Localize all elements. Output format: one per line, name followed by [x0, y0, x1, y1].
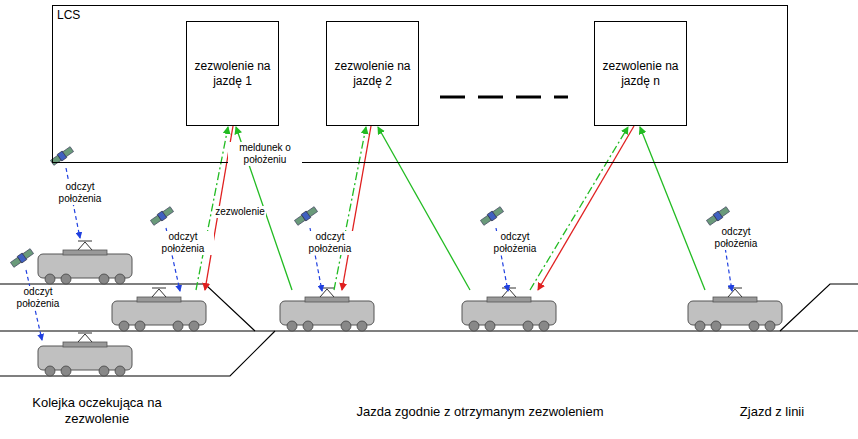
- pantograph: [78, 334, 92, 342]
- wheel: [287, 321, 297, 331]
- shape: [713, 297, 757, 302]
- shape: [719, 207, 730, 217]
- wheel: [469, 321, 479, 331]
- wheel: [99, 366, 109, 376]
- shape: [493, 207, 504, 217]
- satellite: [10, 248, 34, 268]
- permit-label: zezwolenie na jazdę 1: [191, 59, 274, 89]
- pantograph: [502, 289, 516, 297]
- wheel: [99, 274, 109, 284]
- position-read-label: odczyt położenia: [299, 231, 361, 255]
- pantograph: [152, 289, 166, 297]
- wheel: [539, 321, 549, 331]
- permit-box: zezwolenie na jazdę 2: [326, 21, 419, 126]
- shape: [63, 250, 107, 255]
- wheel: [115, 366, 125, 376]
- satellite: [50, 146, 74, 166]
- position-read-label: odczyt położenia: [484, 231, 546, 255]
- permit-signal-label: zezwolenie: [214, 206, 265, 218]
- shape: [23, 249, 34, 259]
- tracks: [0, 284, 858, 376]
- shape: [78, 333, 92, 334]
- satellite: [706, 206, 730, 226]
- satellite: [480, 206, 504, 226]
- shape: [152, 288, 166, 289]
- train: [688, 288, 782, 331]
- wheel: [765, 321, 775, 331]
- wheel: [45, 366, 55, 376]
- wheel: [61, 274, 71, 284]
- train: [38, 241, 132, 284]
- shape: [728, 288, 742, 289]
- radio-arrows: [196, 126, 705, 290]
- wheel: [61, 366, 71, 376]
- shape: [320, 288, 334, 289]
- position-read-label: odczyt położenia: [10, 286, 66, 310]
- report-label: meldunek o położeniu: [228, 142, 302, 166]
- shape: [78, 241, 92, 242]
- permit-label: zezwolenie na jazdę n: [599, 59, 682, 89]
- wheel: [749, 321, 759, 331]
- permit-label: zezwolenie na jazdę 2: [331, 59, 414, 89]
- satellite: [294, 206, 318, 226]
- ellipsis-dashes: [440, 96, 568, 99]
- satellite: [150, 206, 174, 226]
- permit-box: zezwolenie na jazdę 1: [186, 21, 279, 126]
- wheel: [711, 321, 721, 331]
- train: [112, 288, 206, 331]
- wheel: [695, 321, 705, 331]
- shape: [487, 297, 531, 302]
- wheel: [357, 321, 367, 331]
- shape: [163, 207, 174, 217]
- train: [462, 288, 556, 331]
- position-read-label: odczyt położenia: [705, 226, 767, 250]
- section-caption: Jazda zgodnie z otrzymanym zezwoleniem: [355, 404, 604, 420]
- wheel: [303, 321, 313, 331]
- wheel: [341, 321, 351, 331]
- wheel: [523, 321, 533, 331]
- wheel: [189, 321, 199, 331]
- shape: [63, 147, 74, 157]
- section-caption: Kolejka oczekująca na zezwolenie: [11, 395, 183, 427]
- pantograph: [728, 289, 742, 297]
- train: [280, 288, 374, 331]
- wheel: [45, 274, 55, 284]
- train: [38, 333, 132, 376]
- wheel: [135, 321, 145, 331]
- system-box: LCS zezwolenie na jazdę 1 zezwolenie na ja…: [52, 5, 788, 163]
- wheel: [485, 321, 495, 331]
- wheel: [119, 321, 129, 331]
- trains: [38, 241, 782, 376]
- pantograph: [78, 242, 92, 250]
- position-read-label: odczyt położenia: [49, 181, 111, 205]
- wheel: [115, 274, 125, 284]
- system-title: LCS: [57, 8, 80, 23]
- section-caption: Zjazd z linii: [739, 404, 805, 420]
- shape: [137, 297, 181, 302]
- satellites: [10, 146, 730, 268]
- shape: [502, 288, 516, 289]
- shape: [63, 342, 107, 347]
- position-read-label: odczyt położenia: [152, 231, 214, 255]
- shape: [305, 297, 349, 302]
- position-read-arrows: [26, 168, 732, 340]
- shape: [307, 207, 318, 217]
- permit-box: zezwolenie na jazdę n: [594, 21, 687, 126]
- wheel: [173, 321, 183, 331]
